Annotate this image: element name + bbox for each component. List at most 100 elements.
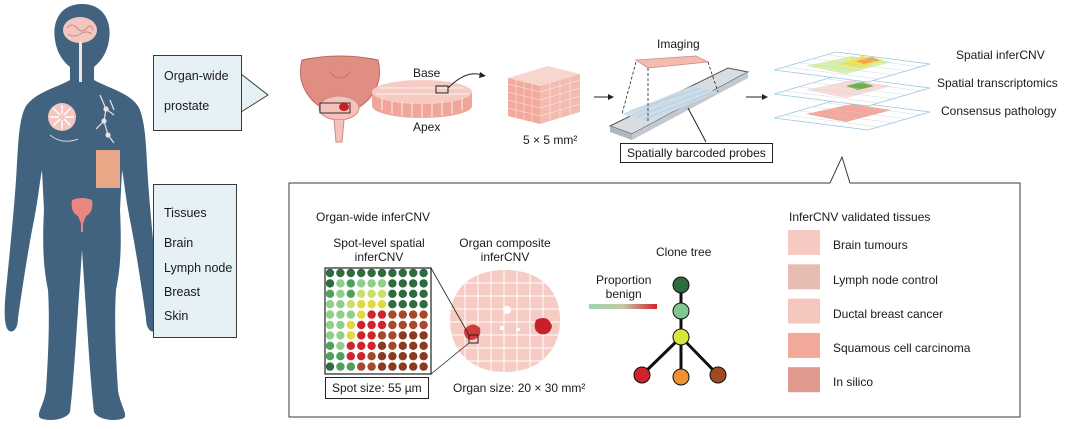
spot-dot — [409, 310, 418, 319]
callout-tissues: Tissues Brain Lymph node Breast Skin — [153, 184, 237, 338]
spot-dot — [357, 300, 366, 309]
prostate-organ — [71, 198, 93, 226]
spot-dot — [419, 310, 428, 319]
spot-dot — [409, 289, 418, 298]
spot-dot — [388, 362, 397, 371]
callout-organ-wide-prostate: Organ-wide prostate — [153, 55, 242, 131]
spot-dot — [325, 320, 335, 330]
spot-dot — [377, 341, 387, 350]
arrow-block-to-slide — [594, 94, 614, 100]
spot-dot — [377, 268, 387, 278]
spot-dot — [377, 320, 387, 330]
spot-dot — [398, 352, 407, 361]
layer-label-spatial-infercnv: Spatial inferCNV — [956, 48, 1045, 62]
spot-dot — [419, 300, 428, 309]
spot-dot — [357, 341, 366, 350]
layer-spatial-transcriptomics — [773, 75, 931, 107]
spot-dot — [336, 279, 345, 288]
bladder-prostate-illustration — [299, 55, 381, 143]
spot-dot — [325, 289, 335, 298]
spot-dot — [409, 320, 418, 330]
spot-dot — [336, 362, 345, 371]
spot-dot — [409, 341, 418, 350]
spot-dot — [419, 352, 428, 361]
spot-dot — [409, 352, 418, 361]
clone-node-brown — [709, 366, 727, 384]
spot-dot — [367, 352, 376, 361]
spot-dot — [398, 268, 407, 278]
prostate-section-box — [319, 102, 351, 114]
tissues-lymph-node: Lymph node — [164, 261, 233, 275]
spot-dot — [367, 268, 376, 278]
spot-dot — [388, 341, 397, 350]
spot-dot — [388, 331, 397, 340]
validated-label-lymph-node-control: Lymph node control — [833, 273, 938, 287]
spot-dot — [357, 289, 366, 298]
label-imaging: Imaging — [657, 37, 700, 51]
spine — [79, 42, 82, 82]
spot-dot — [377, 279, 387, 288]
spot-dot — [377, 289, 387, 298]
spot-dot — [398, 310, 407, 319]
tissues-skin: Skin — [164, 309, 189, 323]
organ-title-line1: Organ composite — [459, 236, 551, 250]
spot-dot — [398, 331, 407, 340]
spot-dot — [367, 300, 376, 309]
tissues-brain: Brain — [164, 236, 194, 250]
spot-dot — [367, 331, 376, 340]
validated-title: InferCNV validated tissues — [789, 210, 931, 224]
clone-node-benign — [672, 302, 690, 320]
spot-dot — [388, 310, 397, 319]
spot-dot — [419, 268, 428, 278]
spot-size-box: Spot size: 55 µm — [325, 377, 429, 399]
spot-title: Spot-level spatial inferCNV — [326, 236, 432, 264]
spot-dot — [357, 331, 366, 340]
spot-dot — [357, 352, 366, 361]
validated-swatch — [788, 230, 820, 255]
spot-dot — [325, 352, 335, 361]
layer-stack — [773, 51, 931, 131]
spot-dot — [367, 362, 376, 371]
clone-node-orange — [672, 368, 690, 386]
validated-label-brain-tumours: Brain tumours — [833, 238, 908, 252]
prostate-gland — [318, 95, 360, 121]
clone-node-red — [633, 366, 651, 384]
layer-label-spatial-transcriptomics: Spatial transcriptomics — [937, 76, 1058, 90]
spot-dot — [398, 289, 407, 298]
spot-dot — [419, 279, 428, 288]
spot-dot — [336, 268, 345, 278]
spot-dot — [377, 352, 387, 361]
spot-dot — [336, 341, 345, 350]
spot-dot — [357, 310, 366, 319]
validated-label-in-silico: In silico — [833, 375, 874, 389]
spot-title-line1: Spot-level spatial — [333, 236, 425, 250]
arrow-slide-to-layers — [746, 94, 768, 100]
prostate-tumour — [339, 103, 349, 111]
layer-consensus-pathology — [773, 99, 931, 131]
proportion-label: Proportion benign — [596, 273, 651, 301]
breast-organ — [48, 103, 76, 131]
clone-node-root — [672, 276, 690, 294]
label-block-size: 5 × 5 mm² — [523, 133, 578, 147]
spot-level-grid — [324, 267, 432, 375]
spot-dot — [419, 341, 428, 350]
spot-dot — [409, 300, 418, 309]
spot-size-label: Spot size: 55 µm — [332, 381, 422, 395]
slice-block-marker — [435, 85, 449, 94]
spot-dot — [409, 279, 418, 288]
spot-dot — [325, 310, 335, 319]
spot-dot — [419, 289, 428, 298]
composite-tumour-right — [534, 318, 552, 335]
validated-swatch — [788, 332, 820, 358]
tissues-heading: Tissues — [164, 206, 207, 220]
spot-dot — [398, 279, 407, 288]
spot-dot — [377, 331, 387, 340]
spot-dot — [367, 320, 376, 330]
validated-swatch — [788, 298, 820, 324]
proportion-line1: Proportion — [596, 273, 652, 287]
spot-dot — [346, 320, 355, 330]
spot-dot — [367, 289, 376, 298]
validated-tissue-swatches — [788, 230, 820, 393]
proportion-benign-gradient — [589, 304, 657, 309]
spot-dot — [336, 352, 345, 361]
